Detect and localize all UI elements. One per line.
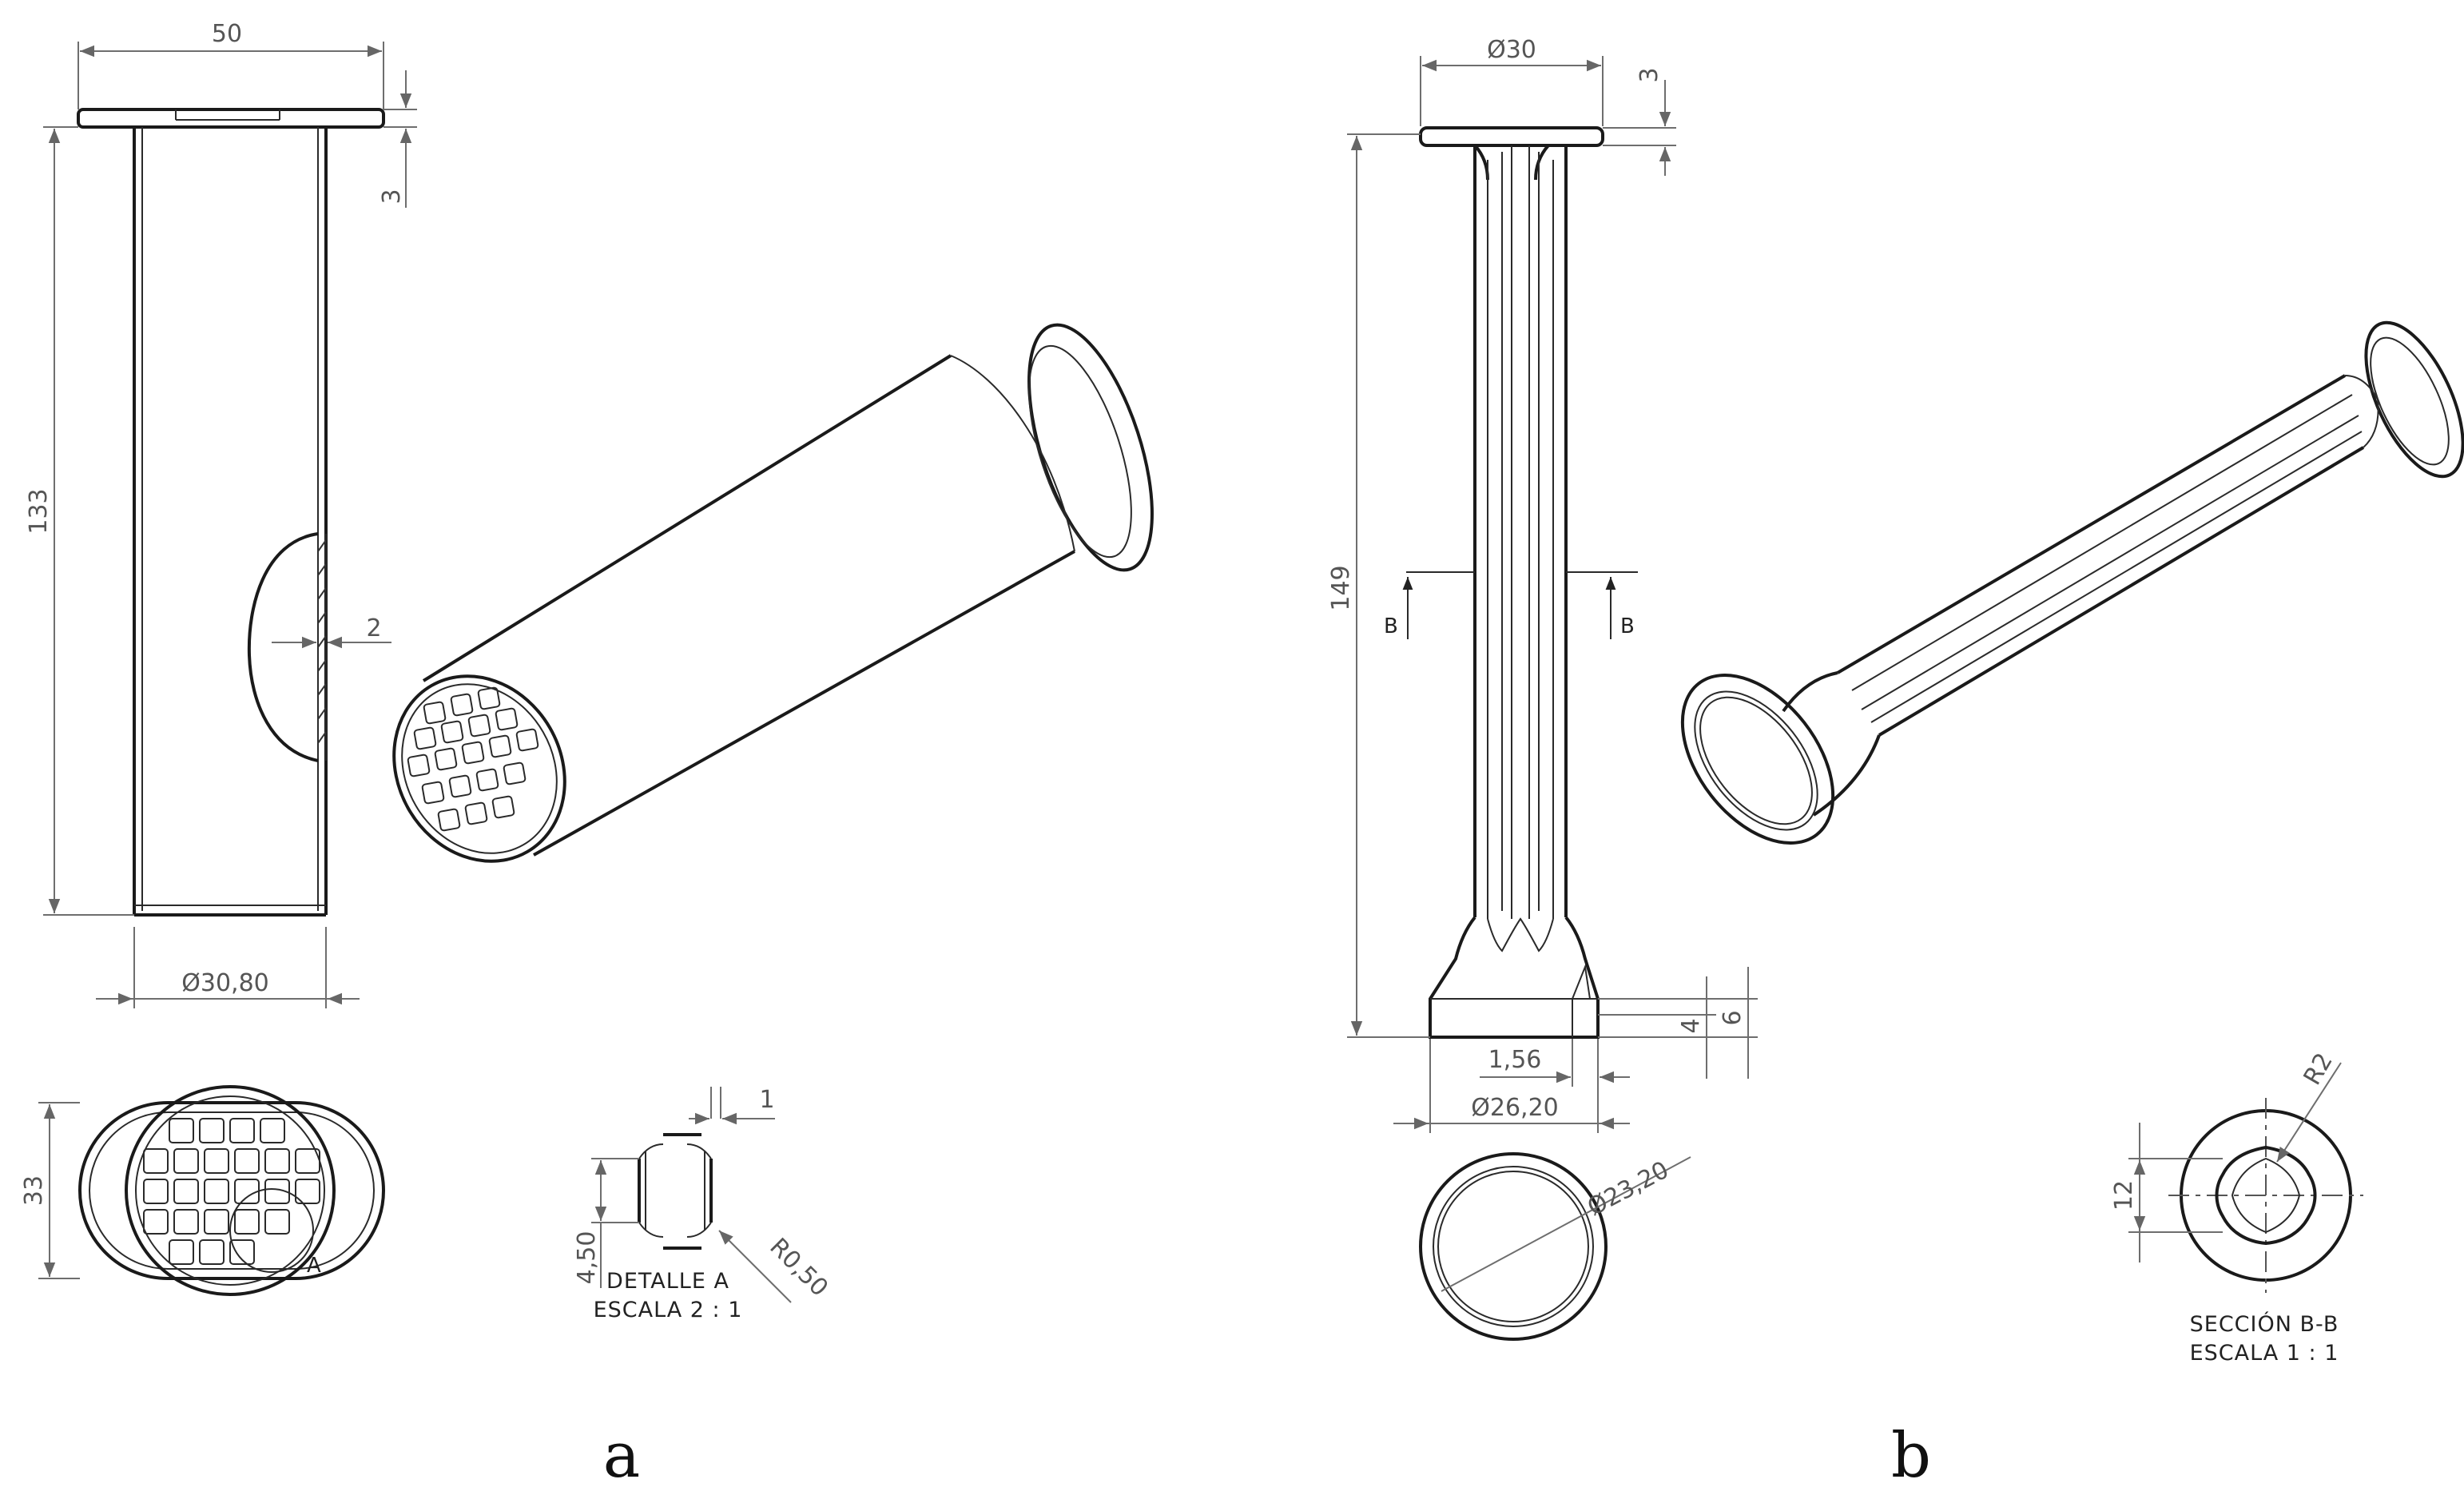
section-marker-right: B — [1620, 614, 1635, 638]
detail-a: 1 4,50 R0,50 DETALLE A ESCALA 2 : 1 — [573, 1086, 833, 1322]
dim-flange-thickness-a: 3 — [378, 189, 406, 204]
dim-foot-diameter: Ø26,20 — [1471, 1094, 1559, 1122]
dim-diameter-top: Ø30 — [1487, 36, 1536, 64]
ring-view: Ø23,20 — [1419, 1152, 1691, 1341]
panel-a: 50 133 3 2 Ø30,80 — [20, 20, 1154, 1492]
detail-marker: A — [307, 1254, 321, 1278]
detail-title: DETALLE A — [606, 1269, 729, 1294]
isometric-view-a — [392, 323, 1154, 863]
grid-face — [407, 686, 539, 832]
section-b-b: 12 R2 SECCIÓN B-B ESCALA 1 : 1 — [2110, 1048, 2363, 1366]
dim-foot-inner: 4 — [1677, 1018, 1705, 1033]
panel-b: B B Ø30 3 149 4 6 — [1327, 36, 2464, 1492]
dim-ring-diameter: Ø23,20 — [1583, 1156, 1673, 1222]
section-marker-left: B — [1384, 614, 1398, 638]
dim-height-total: 133 — [25, 488, 53, 534]
dim-base-height: 33 — [20, 1175, 48, 1206]
section-scale: ESCALA 1 : 1 — [2190, 1341, 2339, 1366]
detail-scale: ESCALA 2 : 1 — [594, 1298, 743, 1322]
hatch-section — [317, 539, 327, 744]
dim-foot-outer: 6 — [1719, 1010, 1747, 1025]
dim-foot-step: 1,56 — [1488, 1046, 1542, 1074]
dim-detail-cell: 4,50 — [573, 1231, 601, 1285]
front-view-a: 50 133 3 2 Ø30,80 — [25, 20, 417, 1008]
dim-width-top: 50 — [212, 20, 242, 48]
dim-wall: 2 — [366, 614, 381, 642]
isometric-view-b — [1680, 320, 2464, 845]
dim-detail-gap: 1 — [759, 1086, 774, 1114]
section-title: SECCIÓN B-B — [2190, 1311, 2339, 1337]
front-view-b: B B Ø30 3 149 4 6 — [1327, 36, 1758, 1133]
dim-detail-radius: R0,50 — [764, 1233, 833, 1302]
dim-height-total-b: 149 — [1327, 565, 1355, 610]
dim-section-radius: R2 — [2299, 1048, 2339, 1090]
dim-flange-thickness-b: 3 — [1635, 67, 1663, 82]
dim-section-height: 12 — [2110, 1180, 2138, 1211]
panel-label-b: b — [1891, 1420, 1931, 1492]
bottom-view-a: A 33 — [20, 1085, 385, 1296]
dim-outer-diameter: Ø30,80 — [181, 969, 269, 997]
detail-a-circle — [229, 1188, 314, 1273]
panel-label-a: a — [603, 1420, 641, 1492]
grid-top-view — [143, 1118, 320, 1265]
